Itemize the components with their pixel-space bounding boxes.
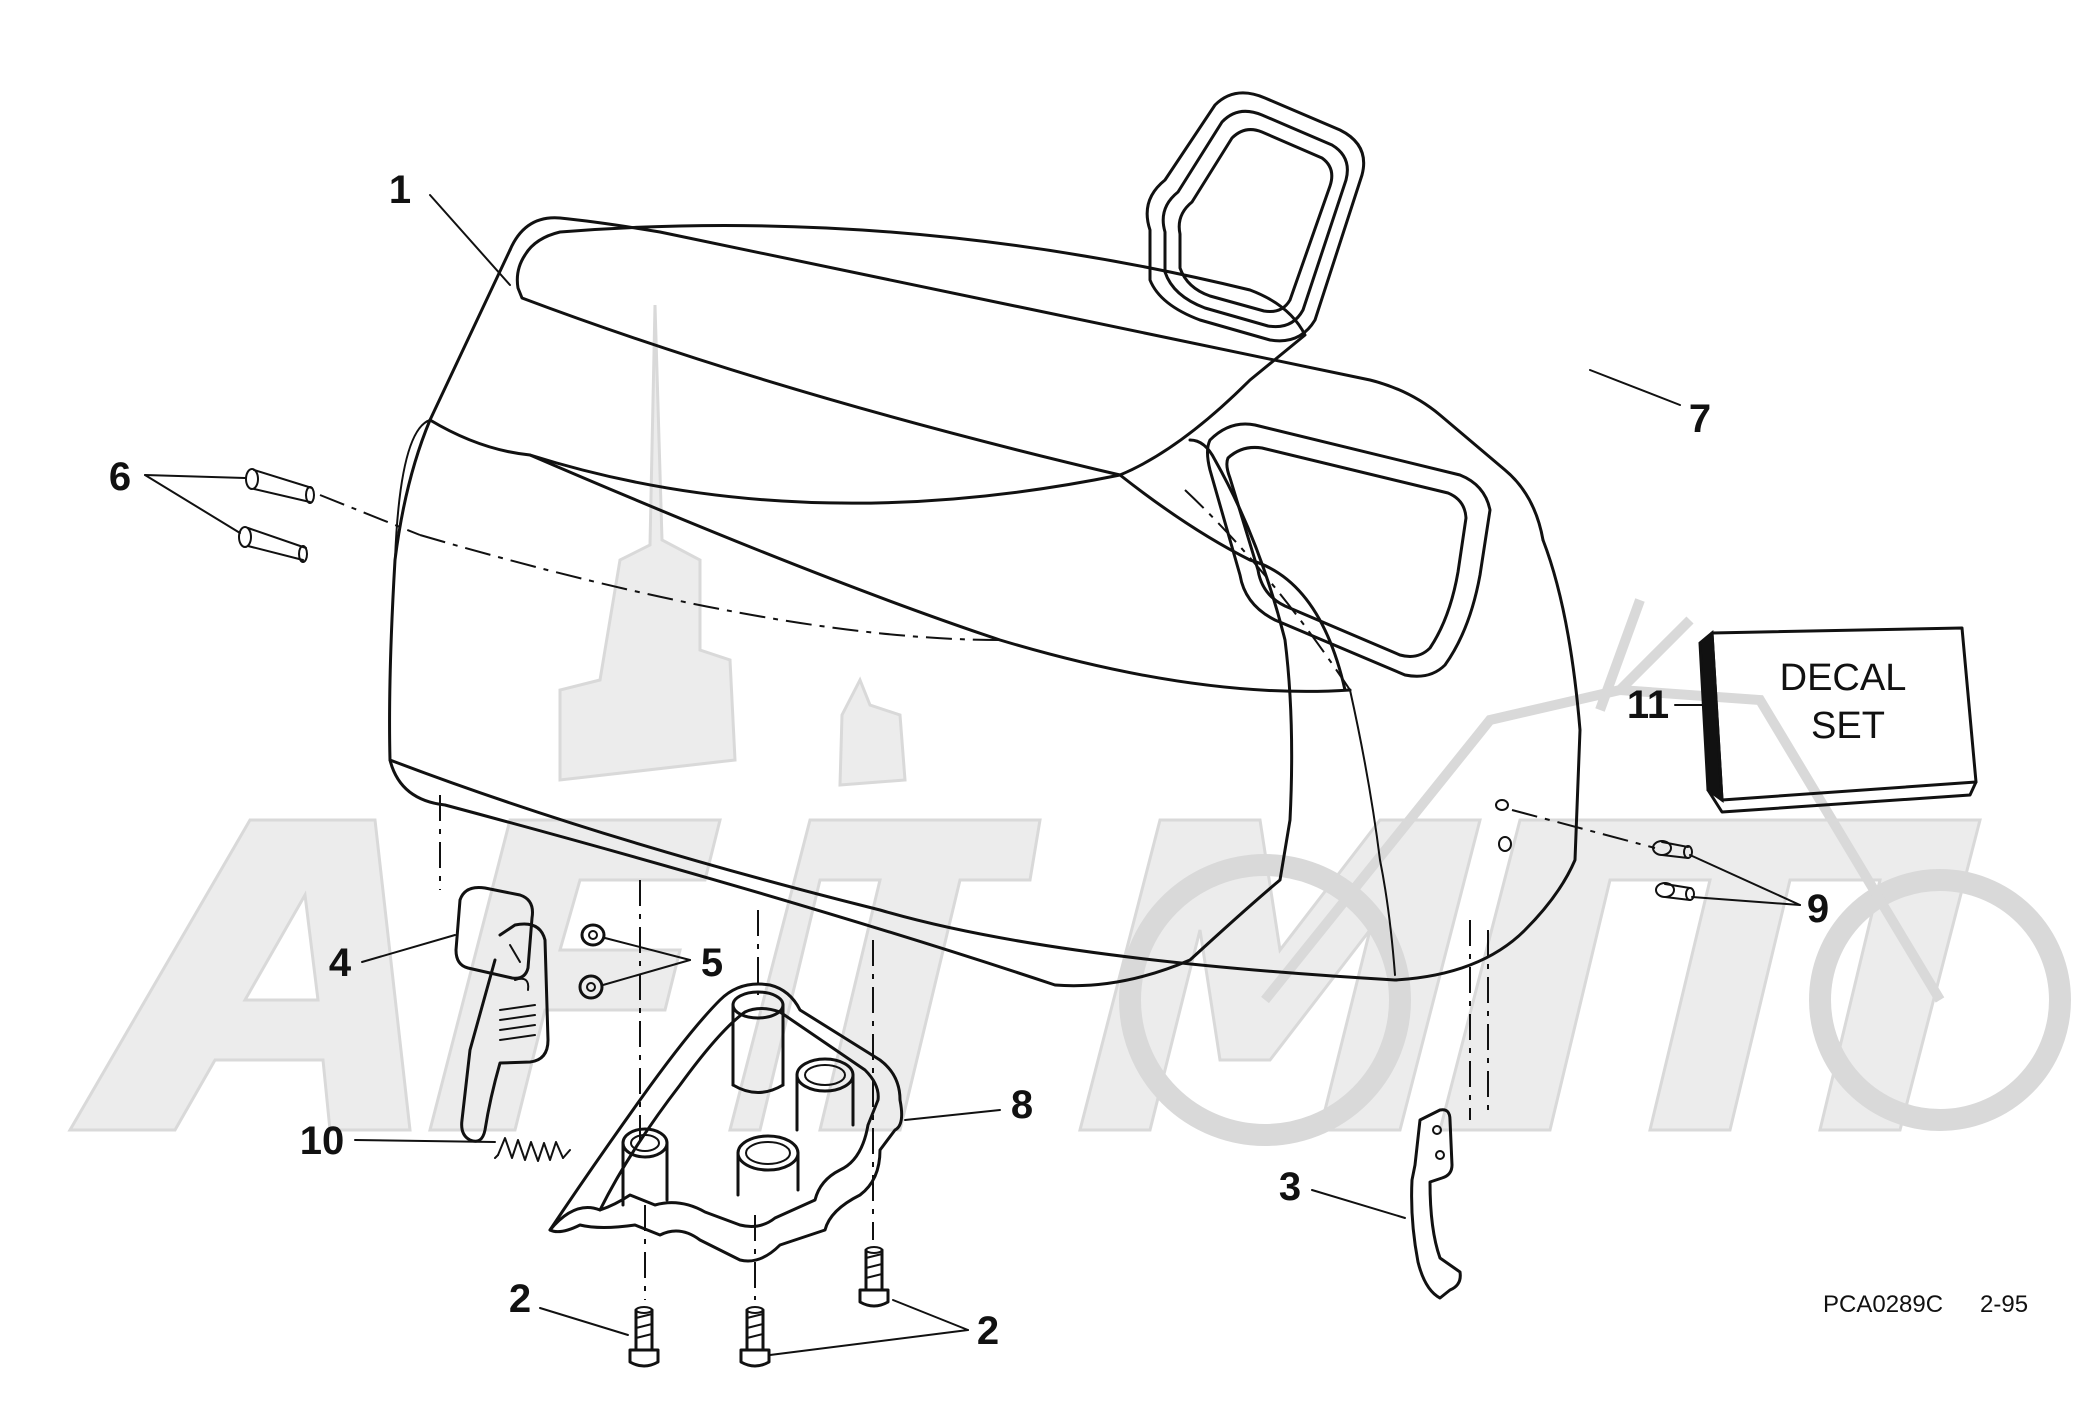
pivot-pin-upper [245, 468, 315, 504]
decal-label-line1: DECAL [1780, 657, 1907, 699]
bracket-hole-upper [1432, 1125, 1442, 1135]
callout-7: 7 [1689, 397, 1711, 441]
cover-left-front-edge [428, 248, 512, 422]
screws-item-2 [628, 1246, 890, 1368]
leader-2a [539, 1307, 629, 1336]
cover-parting-line-front [1184, 489, 1351, 691]
pivot-pin-lower [238, 526, 308, 563]
cover-top-plate [515, 224, 1307, 477]
cover-window-inner [1225, 446, 1468, 658]
callout-6: 6 [109, 455, 131, 499]
callout-numbers: 1 6 7 11 9 4 5 8 10 3 2 2 [109, 168, 1829, 1353]
leader-4 [361, 934, 456, 963]
seal-outline [548, 982, 904, 1263]
leader-8 [904, 1109, 1001, 1121]
watermark-tower [838, 676, 907, 787]
decal-label-line2: SET [1811, 705, 1885, 747]
leader-1 [429, 194, 511, 286]
latch-hinge [509, 944, 530, 991]
cover-seam-front [1349, 689, 1396, 976]
bracket-outline [1410, 1108, 1462, 1300]
callout-3: 3 [1279, 1165, 1301, 1209]
leader-5b [602, 959, 691, 986]
pin-guide-line [319, 494, 421, 536]
decal-box-side [1698, 629, 1724, 804]
cover-bottom-edge [388, 538, 1582, 982]
decal-set-box: DECAL SET [1698, 626, 1978, 814]
watermark-wheel-right [1809, 869, 2071, 1131]
spring [494, 1137, 571, 1162]
callout-4: 4 [329, 941, 352, 985]
leader-9b [1691, 896, 1801, 906]
latch-plate [460, 922, 550, 1143]
pivot-pins [238, 468, 421, 563]
watermark-spire [558, 304, 737, 782]
seal [548, 880, 904, 1300]
screw-9-lower [1655, 882, 1695, 901]
callout-2-left: 2 [509, 1277, 531, 1321]
seal-tube-3 [736, 1134, 800, 1197]
washer-upper [580, 923, 606, 947]
cover-top-outline [508, 216, 1545, 542]
watermark-logo [67, 304, 2071, 1146]
washer-lower [578, 974, 604, 1000]
watermark-text [67, 818, 1982, 1132]
screws-item-9 [1511, 809, 1695, 901]
leader-6a [144, 474, 246, 479]
latch-handle [454, 886, 534, 980]
leader-2b-2 [892, 1299, 969, 1331]
cover-hole-lower [1498, 836, 1512, 852]
latch [439, 795, 550, 1143]
screw-2-right [858, 1246, 890, 1308]
leader-9a [1689, 854, 1801, 906]
watermark-wheel-left [1119, 854, 1411, 1146]
callout-1: 1 [389, 168, 411, 212]
callout-8: 8 [1011, 1083, 1033, 1127]
drawing-reference: PCA0289C 2-95 [1823, 1291, 2028, 1318]
leader-10 [354, 1139, 496, 1143]
spring-coil [497, 1137, 564, 1162]
engine-cover [388, 216, 1582, 988]
leader-5a [604, 937, 691, 961]
decal-box-bottom [1706, 780, 1978, 814]
cover-window-outer [1206, 422, 1492, 678]
latch-teeth [499, 1004, 536, 1041]
leader-3 [1311, 1189, 1406, 1219]
callout-2-right: 2 [977, 1309, 999, 1353]
leader-lines [144, 194, 1801, 1356]
cover-waist [428, 418, 1122, 505]
screw-9-guide [1511, 809, 1656, 849]
seal-inner-rim [598, 1007, 880, 1228]
watermark-frame [1261, 598, 1945, 1004]
drawing-code: PCA0289C [1823, 1291, 1943, 1318]
leader-6b [144, 474, 241, 534]
cover-belt-line [528, 453, 1352, 693]
washers [578, 923, 606, 1000]
screw-2-middle [739, 1306, 771, 1368]
cover-parting-line [419, 534, 1001, 641]
window-grille [1145, 91, 1366, 343]
seal-tube-2 [795, 1057, 855, 1132]
callout-11: 11 [1627, 683, 1669, 727]
bracket-hole-lower [1435, 1150, 1445, 1160]
drawing-date: 2-95 [1980, 1291, 2028, 1318]
leader-7 [1589, 369, 1681, 406]
bracket [1410, 920, 1489, 1300]
leader-2b-1 [769, 1329, 969, 1356]
seal-left-flange [548, 1206, 602, 1232]
callout-9: 9 [1807, 887, 1829, 931]
seal-tube-4 [621, 1127, 669, 1207]
grille-outer [1145, 91, 1366, 343]
grille-inner [1177, 128, 1334, 313]
cover-left-rim [394, 419, 431, 561]
screw-2-left [628, 1306, 660, 1368]
callout-10: 10 [300, 1119, 345, 1163]
cover-front-ridge [1118, 473, 1347, 692]
callout-5: 5 [701, 941, 723, 985]
cover-hole-upper [1495, 799, 1509, 811]
grille-mid [1161, 109, 1349, 329]
